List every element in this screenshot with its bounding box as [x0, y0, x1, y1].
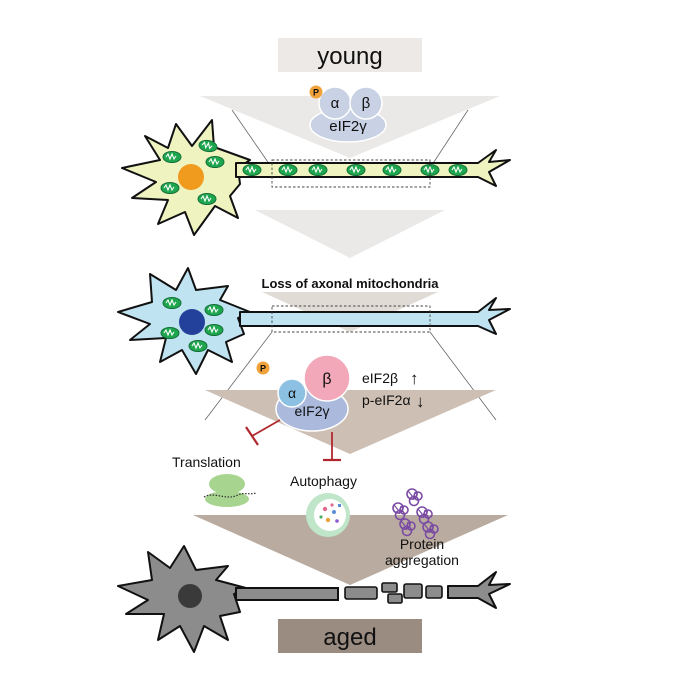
aged-phospho-label: P — [260, 364, 266, 374]
aged-neuron-nucleus — [178, 584, 202, 608]
aged-label-box — [278, 619, 422, 653]
young-label: young — [317, 43, 382, 70]
aged-gamma-label: eIF2γ — [294, 403, 329, 419]
young-label-box — [278, 38, 422, 72]
eif2b-up-arrow: ↑ — [410, 369, 419, 388]
protein-label: Protein — [400, 536, 444, 552]
young-gamma-label: eIF2γ — [329, 118, 367, 135]
adult-neuron — [117, 267, 511, 375]
ribosome-icon — [203, 474, 257, 507]
aged-label: aged — [323, 624, 376, 651]
aged-beta-label: β — [322, 371, 331, 388]
aged-eif2-funnel — [205, 390, 496, 454]
transition-funnel-1 — [255, 210, 445, 258]
aged-phospho-marker — [256, 361, 270, 375]
autophagy-label: Autophagy — [290, 473, 357, 489]
aged-eif2-beta-subunit — [303, 354, 351, 402]
aggregation-label: aggregation — [385, 552, 459, 568]
young-neuron-axon — [235, 149, 511, 187]
translation-inhibition-bar — [245, 426, 259, 446]
young-zoom-box — [271, 159, 431, 188]
aged-neuron-terminal — [447, 571, 511, 609]
adult-zoom-line-left — [204, 331, 273, 421]
aged-eif2-alpha-subunit — [277, 378, 307, 408]
adult-zoom-line-right — [429, 331, 497, 421]
peif2a-down-arrow: ↓ — [416, 392, 425, 411]
translation-inhibition-arrow — [251, 419, 281, 437]
eif2b-label: eIF2β — [362, 370, 398, 386]
aged-eif2-complex — [256, 354, 351, 432]
peif2a-label: p-eIF2α — [362, 392, 411, 408]
young-eif2-complex — [309, 85, 387, 143]
autophagosome-icon — [306, 493, 350, 537]
aged-neuron-proximal-axon — [235, 587, 339, 601]
young-alpha-label: α — [331, 95, 340, 112]
young-phospho-marker — [309, 85, 323, 99]
young-neuron-nucleus — [178, 164, 204, 190]
aging-outcome-funnel — [193, 515, 508, 585]
young-zoom-line-left — [231, 109, 273, 169]
young-zoom-line-right — [429, 109, 469, 169]
translation-label: Translation — [172, 454, 241, 470]
adult-neuron-axon — [239, 297, 511, 335]
young-beta-label: β — [362, 95, 371, 112]
young-neuron — [121, 119, 511, 236]
young-phospho-label: P — [313, 88, 319, 98]
aged-alpha-label: α — [288, 385, 296, 401]
aged-neuron — [117, 545, 511, 653]
young-eif2-beta-subunit — [349, 86, 383, 120]
adult-zoom-box — [271, 305, 431, 333]
aged-axon-fragments — [344, 582, 443, 604]
loss-of-mitochondria-label: Loss of axonal mitochondria — [262, 276, 440, 291]
adult-neuron-nucleus — [179, 309, 205, 335]
